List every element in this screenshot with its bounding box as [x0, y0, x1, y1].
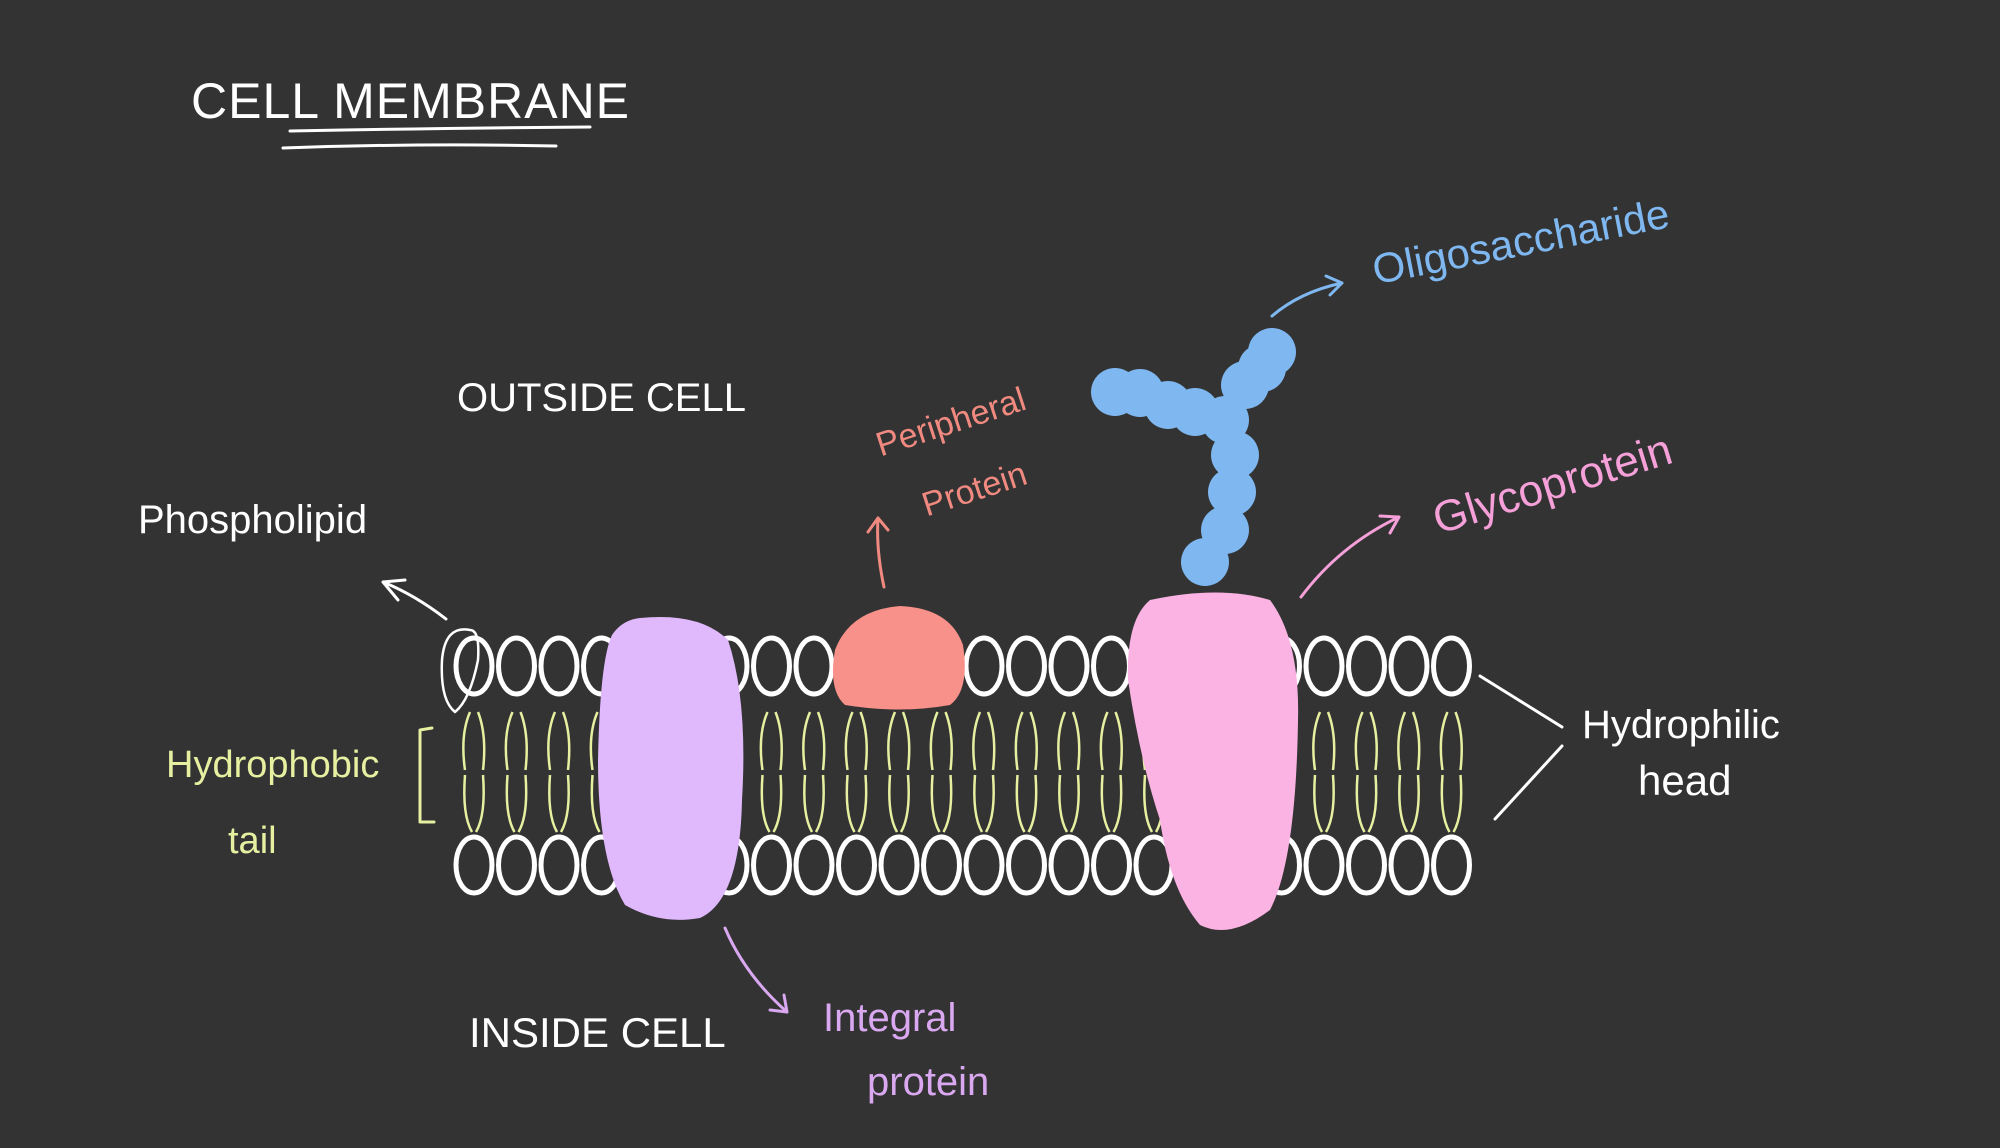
- oligosaccharide-arrow: [1270, 274, 1344, 318]
- hydrophilic-label: Hydrophilic: [1582, 703, 1780, 747]
- head-label: head: [1638, 757, 1732, 804]
- phospholipid-tail: [1312, 711, 1336, 771]
- phospholipid-head: [1431, 834, 1472, 896]
- phospholipid-head: [836, 834, 877, 896]
- phospholipid-head: [453, 834, 495, 896]
- tail-label: tail: [228, 820, 277, 862]
- phospholipid-head: [1048, 834, 1090, 896]
- phospholipid-head: [793, 834, 835, 896]
- glycoprotein: [1127, 592, 1299, 930]
- integral-label: Integral: [823, 996, 957, 1040]
- phospholipid-tail: [1397, 711, 1421, 771]
- hydrophobic-label: Hydrophobic: [166, 744, 380, 786]
- phospholipid-arrow: [381, 578, 448, 621]
- phospholipid-tail: [462, 711, 486, 771]
- phospholipid-tail: [548, 774, 570, 833]
- phospholipid-head: [1388, 834, 1430, 896]
- page-title: CELL MEMBRANE: [191, 73, 631, 129]
- integral-protein-label: protein: [867, 1060, 990, 1104]
- hydrophobic-bracket: [418, 726, 436, 824]
- phospholipid-label: Phospholipid: [138, 498, 368, 542]
- inside-cell-label: INSIDE CELL: [469, 1009, 726, 1056]
- phospholipid-head: [496, 834, 537, 896]
- phospholipid-tail: [1398, 774, 1420, 833]
- phospholipid-tail: [1100, 774, 1123, 833]
- peripheral-protein: [832, 606, 965, 710]
- integral-protein: [598, 616, 744, 920]
- phospholipid-head: [921, 834, 962, 896]
- phospholipid-tail: [1014, 711, 1038, 771]
- phospholipid-tail: [844, 711, 868, 771]
- phospholipid-head: [1006, 635, 1047, 697]
- hydrophilic-pointer-top: [1478, 674, 1564, 729]
- phospholipid-tail: [463, 774, 485, 833]
- phospholipid-head: [1431, 635, 1472, 697]
- sugar-unit: [1248, 328, 1296, 376]
- phospholipid-head: [963, 635, 1005, 697]
- phospholipid-tail: [929, 711, 953, 771]
- outside-cell-label: OUTSIDE CELL: [457, 376, 746, 420]
- phospholipid-tail: [759, 711, 783, 771]
- phospholipid-tail: [1015, 774, 1038, 833]
- phospholipid-head: [453, 635, 495, 697]
- phospholipid-head: [878, 834, 920, 896]
- phospholipid-head: [1006, 834, 1047, 896]
- phospholipid-tail: [1313, 774, 1335, 833]
- phospholipid-head: [538, 834, 580, 896]
- sugar-unit: [1201, 506, 1249, 554]
- phospholipid-head: [1388, 635, 1430, 697]
- sugar-unit: [1091, 368, 1139, 416]
- phospholipid-head: [793, 635, 835, 697]
- phospholipid-tail: [1440, 774, 1463, 833]
- title-underline: [281, 125, 592, 150]
- phospholipid-head: [963, 834, 1005, 896]
- phospholipid-head: [538, 635, 580, 697]
- oligosaccharide-chain: [1091, 328, 1296, 586]
- sugar-unit: [1208, 468, 1256, 516]
- phospholipid-head: [1346, 635, 1387, 697]
- phospholipid-tail: [1057, 711, 1081, 771]
- integral-arrow: [723, 926, 789, 1014]
- phospholipid-head: [496, 635, 537, 697]
- phospholipid-tail: [973, 774, 995, 833]
- phospholipid-head: [1091, 635, 1132, 697]
- proteins: [598, 592, 1299, 930]
- phospholipid-tail: [887, 711, 911, 771]
- phospholipid-tail: [972, 711, 996, 771]
- phospholipid-tail: [1355, 774, 1378, 833]
- phospholipid-head: [1048, 635, 1090, 697]
- phospholipid-tail: [760, 774, 783, 833]
- phospholipid-tail: [505, 774, 528, 833]
- phospholipid-head: [1091, 834, 1132, 896]
- glycoprotein-arrow: [1299, 514, 1401, 599]
- phospholipid-head: [1346, 834, 1387, 896]
- phospholipid-tail: [504, 711, 528, 771]
- phospholipid-tail: [1099, 711, 1123, 771]
- phospholipid-tail: [547, 711, 571, 771]
- peripheral-arrow: [866, 516, 890, 589]
- phospholipid-tail: [1439, 711, 1463, 771]
- arrows: [381, 274, 1564, 1014]
- phospholipid-tail: [1354, 711, 1378, 771]
- phospholipid-head: [1303, 834, 1345, 896]
- phospholipid-tail: [803, 774, 825, 833]
- phospholipid-tail: [888, 774, 910, 833]
- phospholipid-tail: [802, 711, 826, 771]
- phospholipid-tail: [930, 774, 953, 833]
- phospholipid-outline: [440, 628, 480, 714]
- phospholipid-head: [751, 834, 792, 896]
- phospholipid-tail: [1058, 774, 1080, 833]
- phospholipid-head: [751, 635, 792, 697]
- phospholipid-head: [1303, 635, 1345, 697]
- phospholipid-tail: [845, 774, 868, 833]
- hydrophilic-pointer-bottom: [1493, 744, 1564, 821]
